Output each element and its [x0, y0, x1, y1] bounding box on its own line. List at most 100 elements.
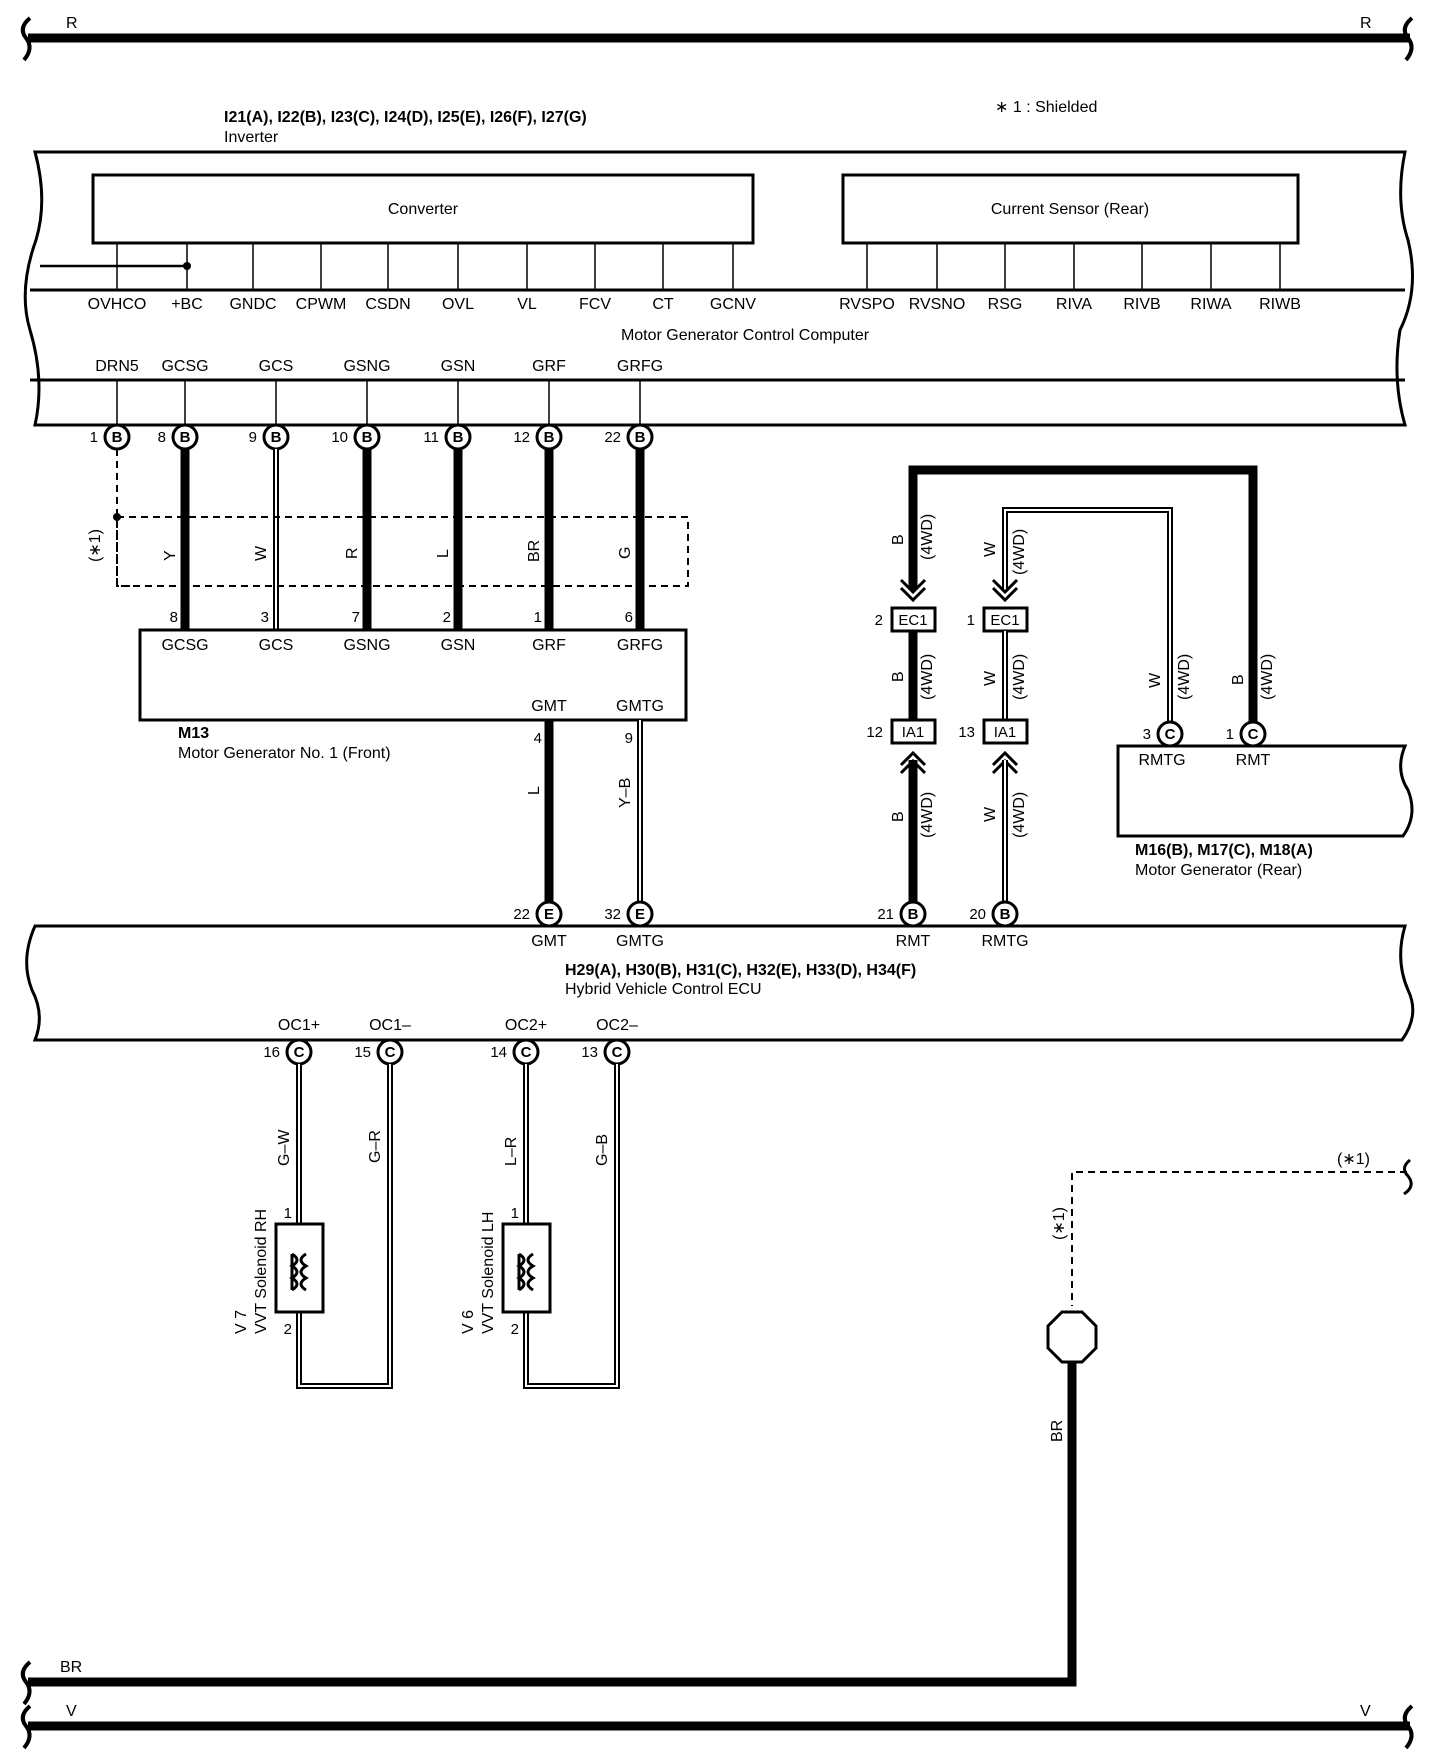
gmt-wires: 4 9 L Y–B [526, 720, 643, 902]
rear-tag: (4WD) [1011, 529, 1028, 575]
pin-number: 1 [90, 429, 98, 446]
mg-front-pin: 1 [534, 609, 542, 626]
mg-front-pin: 8 [170, 609, 178, 626]
inverter-block: I21(A), I22(B), I23(C), I24(D), I25(E), … [23, 109, 1414, 427]
vvt-lh-code: V 6 [460, 1310, 477, 1334]
wire-color: G [617, 547, 634, 559]
mg-rear-pin: 1 [1226, 726, 1234, 743]
gmtg-wire-color: Y–B [617, 778, 634, 808]
rear-tag: (4WD) [1259, 654, 1276, 700]
front-wires: (∗1) [87, 449, 689, 630]
mg-rear-connector: C [1248, 726, 1259, 743]
ground-shield-ref-right: (∗1) [1337, 1151, 1370, 1168]
hv-bottom-terminal: OC1+ [278, 1017, 320, 1034]
vvt-lh-body [501, 1222, 552, 1314]
mg-front-bottom-terminal: GMT [531, 698, 567, 715]
gmt-pin: 4 [534, 730, 542, 747]
hv-top-terminal: GMT [531, 933, 567, 950]
vvt-pin: 1 [284, 1205, 292, 1222]
hv-bottom-connector: C [521, 1044, 532, 1061]
upper-terminal: CSDN [365, 296, 410, 313]
hv-top-terminal: GMTG [616, 933, 664, 950]
rear-wire-colors: B (4WD) W (4WD) B (4WD) W (4WD) B (4WD) … [890, 514, 1276, 838]
gmtg-pin: 9 [625, 730, 633, 747]
upper-terminal: +BC [171, 296, 203, 313]
pin-connector: B [112, 429, 123, 446]
vvt-pin: 2 [284, 1321, 292, 1338]
lower-terminal: GSN [441, 358, 476, 375]
ia1-pin: 12 [866, 724, 883, 741]
rear-tag: (4WD) [919, 792, 936, 838]
bus-r: R R [20, 15, 1414, 62]
hv-bottom-connector: C [612, 1044, 623, 1061]
lower-terminal: GCS [259, 358, 294, 375]
pin-connector: B [635, 429, 646, 446]
bus-r-left-label: R [66, 15, 78, 32]
hv-bottom-pin: 13 [581, 1044, 598, 1061]
upper-terminal: RIWB [1259, 296, 1301, 313]
hv-ecu-codes: H29(A), H30(B), H31(C), H32(E), H33(D), … [565, 962, 916, 979]
hv-bottom-pin: 14 [490, 1044, 507, 1061]
pin-number: 9 [249, 429, 257, 446]
mg-front-pin: 2 [443, 609, 451, 626]
pin-connector: B [453, 429, 464, 446]
vvt-wire-color: G–B [594, 1134, 611, 1166]
pin-connector: B [362, 429, 373, 446]
mg-front-terminal: GCSG [161, 637, 208, 654]
ia1-pin: 13 [958, 724, 975, 741]
bus-br: BR [20, 1659, 82, 1706]
wire-color: R [344, 547, 361, 559]
lower-terminal: GRFG [617, 358, 663, 375]
mg-rear-terminal: RMTG [1138, 752, 1185, 769]
bus-r-right-label: R [1360, 15, 1372, 32]
mg-front-block: 8 3 7 2 1 6 GCSG GCS GSNG GSN GRF GRFG G… [138, 609, 688, 762]
mg-front-terminal: GSNG [343, 637, 390, 654]
mg-rear-pin: 3 [1143, 726, 1151, 743]
hv-ecu-block: E 22 E 32 B 21 B 20 GMT GMTG RMT RMTG H2… [25, 900, 1415, 1066]
hv-bottom-terminal: OC1– [369, 1017, 411, 1034]
rear-color: W [982, 806, 999, 822]
ec1-label: EC1 [990, 612, 1019, 629]
wire-color: BR [526, 540, 543, 562]
vvt-lh-coil-icon [516, 1252, 536, 1292]
vvt-rh-code: V 7 [233, 1310, 250, 1334]
pin-number: 8 [158, 429, 166, 446]
vvt-pin: 2 [511, 1321, 519, 1338]
mg-front-bottom-terminal: GMTG [616, 698, 664, 715]
inverter-codes: I21(A), I22(B), I23(C), I24(D), I25(E), … [224, 109, 587, 126]
hv-top-pin: 32 [604, 906, 621, 923]
ground-splice-octagon [1046, 1310, 1098, 1364]
ia1-connector-w [982, 718, 1029, 745]
ec1-label: EC1 [898, 612, 927, 629]
wire-color: W [253, 545, 270, 561]
inverter-pins: B 1 B 8 B 9 B 10 B 11 B 12 B 22 [90, 423, 654, 451]
mg-rear-block: C 3 C 1 RMTG RMT M16(B), M17(C), M18(A) … [1116, 720, 1414, 879]
upper-terminal: CPWM [296, 296, 347, 313]
vvt-wire-color: L–R [503, 1137, 520, 1166]
pin-connector: B [180, 429, 191, 446]
rear-color: B [890, 671, 907, 682]
vvt-wiring: 1 2 G–W G–R V 7 VVT Solenoid RH 1 2 L–R … [233, 1064, 620, 1389]
converter-label: Converter [388, 201, 459, 218]
rear-color: W [1147, 672, 1164, 688]
hv-ecu-name: Hybrid Vehicle Control ECU [565, 981, 762, 998]
rear-color: B [1230, 674, 1247, 685]
vvt-pin: 1 [511, 1205, 519, 1222]
hv-top-connector: E [544, 906, 554, 923]
hv-top-terminal: RMTG [981, 933, 1028, 950]
pin-number: 11 [423, 429, 439, 446]
bus-v: V V [20, 1703, 1414, 1750]
lower-terminal: GSNG [343, 358, 390, 375]
hv-bottom-pin: 16 [263, 1044, 280, 1061]
drn5-shield-drop [116, 449, 130, 587]
upper-terminal: CT [652, 296, 674, 313]
vvt-lh-name: VVT Solenoid LH [480, 1212, 497, 1334]
shield-label: (∗1) [87, 529, 104, 562]
mg-rear-connector: C [1165, 726, 1176, 743]
ia1-connector-b [890, 718, 937, 745]
hv-bottom-pin: 15 [354, 1044, 371, 1061]
hv-bottom-terminal: OC2– [596, 1017, 638, 1034]
wire-color: Y [162, 550, 179, 561]
upper-terminal: RVSPO [839, 296, 895, 313]
